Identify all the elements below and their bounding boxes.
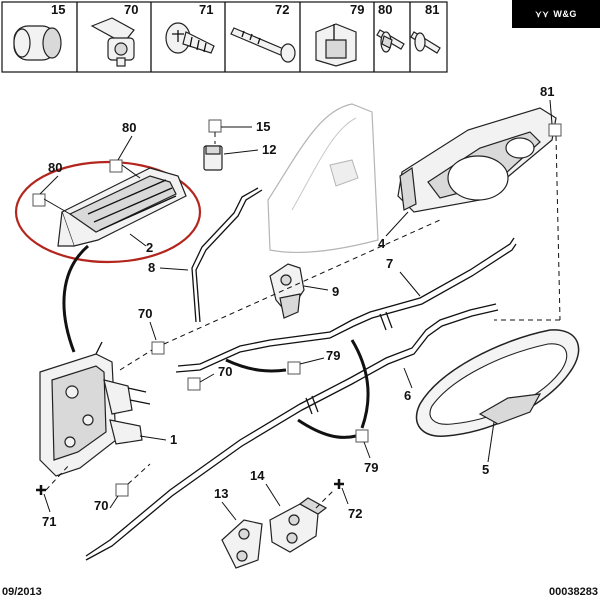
part-4-bezel (397, 107, 557, 213)
callout-box (151, 341, 165, 355)
callout-70b: 70 (218, 364, 232, 379)
callout-15: 15 (256, 119, 270, 134)
legend-cell-71: 71 (199, 2, 213, 17)
screw-71-icon (165, 22, 215, 54)
callout-80b: 80 (122, 120, 136, 135)
clip-79-link (225, 358, 287, 373)
screw-72-icon (230, 27, 296, 63)
callout-1: 1 (170, 432, 177, 447)
callout-81: 81 (540, 84, 554, 99)
clip-79-link (350, 339, 370, 429)
callout-8: 8 (148, 260, 155, 275)
part-9-lever (269, 263, 305, 319)
part-14-hinge (269, 497, 328, 553)
legend-strip: 15 70 71 72 79 80 81 (1, 1, 448, 73)
brand-badge-label: W&G (553, 9, 577, 19)
legend-cell-70: 70 (124, 2, 138, 17)
callout-box (355, 429, 369, 443)
rod-7-edge (175, 243, 517, 373)
callout-12: 12 (262, 142, 276, 157)
rod-8 (195, 189, 263, 323)
callout-box (109, 159, 123, 173)
clip-70-icon (90, 17, 135, 67)
callout-box (208, 119, 222, 133)
clip-79-icon (315, 23, 357, 67)
callout-4: 4 (378, 236, 386, 251)
footer-ref: 00038283 (549, 586, 598, 598)
callout-7: 7 (386, 256, 393, 271)
part-13-bracket (221, 519, 263, 569)
callout-5: 5 (482, 462, 489, 477)
part-12-plug (203, 145, 223, 171)
callout-72: 72 (348, 506, 362, 521)
callout-13: 13 (214, 486, 228, 501)
highlight-ring (14, 160, 202, 264)
door-frame-outline (267, 103, 379, 253)
cable-6-edge (85, 309, 499, 561)
callout-70c: 70 (94, 498, 108, 513)
footer-date: 09/2013 (2, 586, 42, 598)
rivet-80-icon (376, 29, 405, 53)
brand-badge: ⋎⋎ W&G (512, 0, 600, 28)
callout-6: 6 (404, 388, 411, 403)
callout-2: 2 (146, 240, 153, 255)
callout-9: 9 (332, 284, 339, 299)
cable-6 (85, 303, 497, 557)
callout-box (187, 377, 201, 391)
legend-cell-80: 80 (378, 2, 392, 17)
link-handle-lock (62, 244, 89, 353)
rivet-81-icon (410, 31, 441, 54)
callout-79b: 79 (364, 460, 378, 475)
callout-box (287, 361, 301, 375)
legend-cell-72: 72 (275, 2, 289, 17)
part-5-trim (415, 329, 580, 437)
brand-logo-icon: ⋎⋎ (535, 8, 550, 19)
callout-79a: 79 (326, 348, 340, 363)
rod-7 (177, 237, 515, 367)
callout-70a: 70 (138, 306, 152, 321)
callout-box (32, 193, 46, 207)
legend-cell-79: 79 (350, 2, 364, 17)
callout-71: 71 (42, 514, 56, 529)
legend-cell-15: 15 (51, 2, 65, 17)
rod-8-edge (191, 187, 259, 323)
callout-80a: 80 (48, 160, 62, 175)
part-2-handle (57, 167, 187, 247)
callout-box (548, 123, 562, 137)
callout-14: 14 (250, 468, 265, 483)
callout-box (115, 483, 129, 497)
part-1-lock (39, 341, 143, 477)
clip-79-link (297, 418, 357, 439)
legend-cell-81: 81 (425, 2, 439, 17)
plug-15-icon (13, 25, 62, 61)
cross-marker-icon (36, 485, 46, 495)
cross-marker-icon (334, 479, 344, 489)
